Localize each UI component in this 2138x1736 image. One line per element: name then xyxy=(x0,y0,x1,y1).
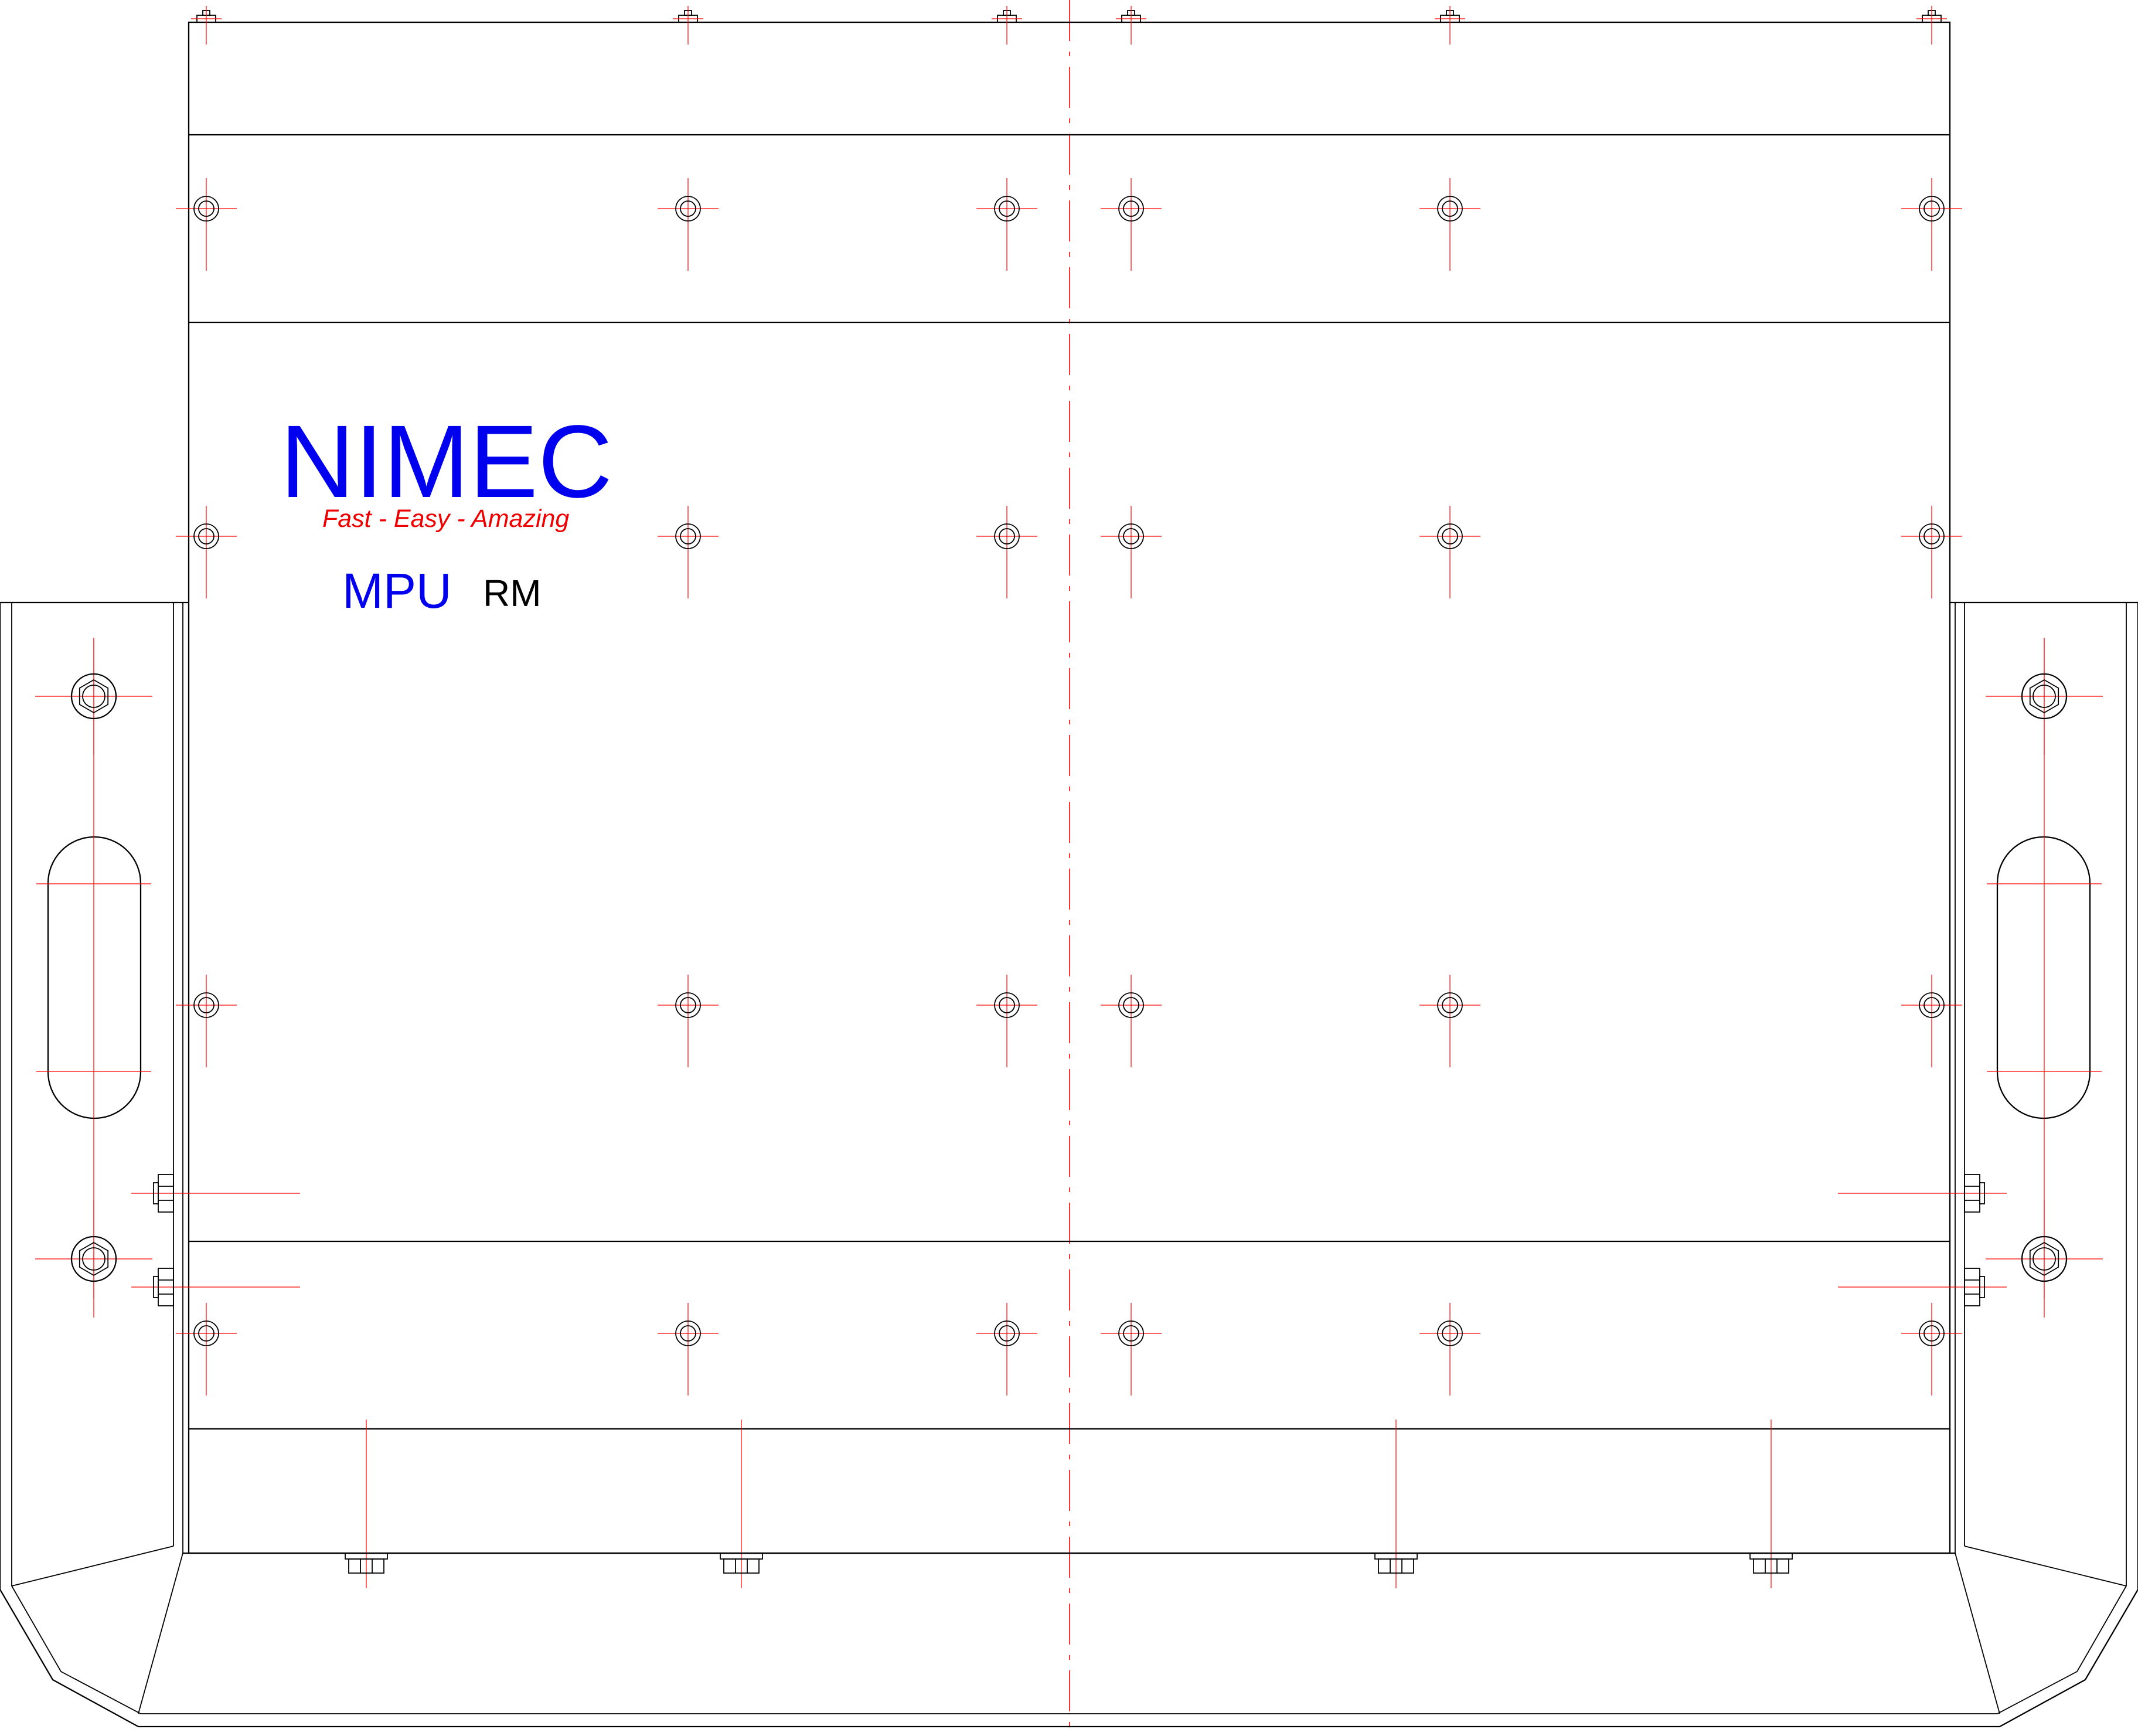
hole xyxy=(1419,1303,1480,1395)
hole xyxy=(176,506,237,598)
hole xyxy=(176,1303,237,1395)
edge-screw xyxy=(153,1268,174,1306)
hole xyxy=(1101,975,1162,1067)
hole xyxy=(976,506,1037,598)
hole xyxy=(1901,975,1962,1067)
bottom-bolts xyxy=(345,1420,1793,1588)
model-name: MPU xyxy=(342,563,452,618)
hole xyxy=(658,506,719,598)
hole xyxy=(976,1303,1037,1395)
right-slot xyxy=(1996,836,2091,1119)
side-hex-bolts xyxy=(35,638,2103,1318)
hole xyxy=(1101,178,1162,271)
top-nut xyxy=(1435,6,1465,45)
hole xyxy=(1419,975,1480,1067)
bottom-bolt xyxy=(1374,1420,1418,1588)
edge-screw xyxy=(153,1174,174,1213)
hole xyxy=(1101,506,1162,598)
hole xyxy=(658,975,719,1067)
main-body xyxy=(183,21,1956,1554)
top-nut xyxy=(191,6,222,45)
bottom-bolt xyxy=(1749,1420,1793,1588)
left-side-bracket xyxy=(0,601,1070,1728)
top-nut xyxy=(992,6,1022,45)
hex-bolt xyxy=(1986,1200,2103,1318)
hole xyxy=(1419,178,1480,271)
brand-tagline: Fast - Easy - Amazing xyxy=(322,505,570,533)
hole xyxy=(658,1303,719,1395)
hole xyxy=(1901,178,1962,271)
right-side-bracket xyxy=(1068,601,2138,1728)
hole xyxy=(176,975,237,1067)
hole xyxy=(1901,1303,1962,1395)
left-slot xyxy=(47,836,142,1119)
hole xyxy=(176,178,237,271)
top-nut xyxy=(673,6,703,45)
hole xyxy=(1101,1303,1162,1395)
brand-logo: NIMEC xyxy=(280,404,613,519)
bracket-edge-screws xyxy=(153,1174,1985,1306)
hex-bolt xyxy=(35,638,152,755)
top-nut xyxy=(1116,6,1146,45)
slot-centerlines xyxy=(36,639,2102,1298)
bottom-bolt xyxy=(720,1420,763,1588)
hole xyxy=(658,178,719,271)
hole xyxy=(976,975,1037,1067)
edge-screw xyxy=(1964,1268,1985,1306)
hole xyxy=(1419,506,1480,598)
hole xyxy=(976,178,1037,271)
model-suffix: RM xyxy=(483,572,542,614)
bottom-bolt xyxy=(345,1420,388,1588)
fastener-holes xyxy=(176,178,1962,1395)
hex-bolt xyxy=(1986,638,2103,755)
edge-screw xyxy=(1964,1174,1985,1213)
top-nut xyxy=(1916,6,1947,45)
hole xyxy=(1901,506,1962,598)
hex-bolt xyxy=(35,1200,152,1318)
top-edge-nuts xyxy=(191,6,1947,45)
